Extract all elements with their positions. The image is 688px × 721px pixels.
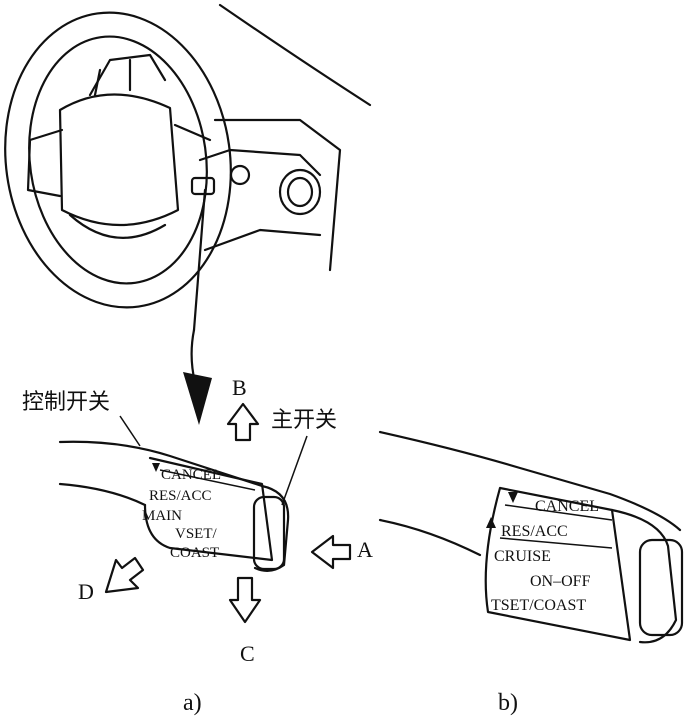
caption-b: b) (498, 690, 518, 716)
arrow-c-icon (228, 576, 262, 624)
lever-b-cruise: CRUISE (494, 548, 551, 565)
arrow-c-label: C (240, 641, 255, 666)
caption-a: a) (183, 690, 202, 716)
arrow-a-label: A (357, 537, 373, 562)
steering-wheel (4, 11, 232, 309)
arrow-d-label: D (78, 579, 94, 604)
lever-b-cancel: CANCEL (535, 498, 599, 515)
lever-b-tset-coast: TSET/COAST (491, 597, 586, 614)
control-switch-label: 控制开关 (22, 390, 110, 415)
arrow-d-icon (104, 556, 145, 594)
lever-a (58, 440, 290, 572)
arrow-b-label: B (232, 375, 247, 400)
lever-b-res-acc: RES/ACC (501, 523, 568, 540)
pointer-arrow (183, 188, 212, 425)
lever-a-cancel: CANCEL (161, 467, 221, 483)
dashboard (190, 3, 372, 272)
lever-b-on-off: ON–OFF (530, 573, 591, 590)
arrow-a-icon (310, 534, 352, 570)
lever-a-vset: VSET/ (175, 526, 218, 542)
lever-b (378, 430, 684, 644)
lever-a-coast: COAST (170, 545, 219, 561)
arrow-b-icon (226, 402, 260, 442)
lever-a-main: MAIN (142, 508, 182, 524)
lever-a-res-acc: RES/ACC (149, 488, 212, 504)
main-switch-label: 主开关 (271, 408, 337, 433)
